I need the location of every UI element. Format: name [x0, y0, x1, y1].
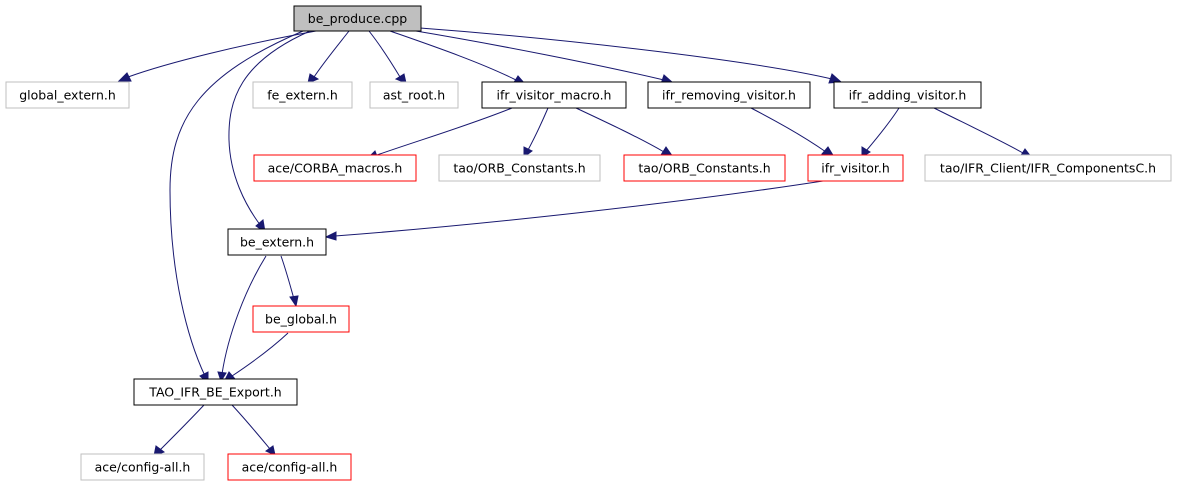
node-ast-root-h[interactable]: ast_root.h: [369, 81, 459, 109]
edge-be-produce-to-fe-extern: [313, 30, 350, 78]
node-tao-orb-constants-h-incomplete[interactable]: tao/ORB_Constants.h: [623, 154, 786, 182]
svg-text:ast_root.h: ast_root.h: [383, 88, 445, 103]
edge-be-produce-to-ifr-adding-visitor: [419, 27, 833, 80]
edge-be-extern-to-tao-ifr-be-export: [221, 255, 267, 375]
node-tao-ifr-be-export-h[interactable]: TAO_IFR_BE_Export.h: [133, 378, 298, 406]
arrowhead-ast-root: [394, 73, 407, 84]
arrowhead-global-extern: [116, 72, 132, 83]
edge-be-produce-to-be-extern: [228, 30, 311, 227]
svg-text:ifr_visitor.h: ifr_visitor.h: [821, 161, 890, 176]
svg-text:ifr_removing_visitor.h: ifr_removing_visitor.h: [662, 88, 796, 103]
arrowhead-be-global: [289, 295, 299, 308]
edge-ifr-adding-visitor-to-tao-ifr-client-components: [933, 107, 1024, 154]
node-be-global-h[interactable]: be_global.h: [252, 305, 350, 333]
arrowhead-ace-config-all-inc: [264, 445, 276, 456]
svg-text:ifr_adding_visitor.h: ifr_adding_visitor.h: [849, 88, 967, 103]
node-fe-extern-h[interactable]: fe_extern.h: [252, 81, 353, 109]
svg-text:tao/ORB_Constants.h: tao/ORB_Constants.h: [638, 161, 770, 176]
edge-ifr-visitor-to-be-extern: [334, 180, 824, 237]
edge-be-extern-to-be-global: [280, 255, 295, 300]
svg-text:ace/config-all.h: ace/config-all.h: [95, 460, 191, 475]
arrowhead-tao-ifr-be-export-from-be-extern: [217, 371, 227, 383]
edge-be-produce-to-ast-root: [368, 30, 401, 78]
nodes-layer: be_produce.cpp global_extern.h fe_extern…: [5, 5, 1172, 481]
node-be-produce-cpp[interactable]: be_produce.cpp: [293, 5, 422, 32]
arrowhead-be-extern-from-ifr-visitor: [324, 231, 337, 241]
svg-text:be_produce.cpp: be_produce.cpp: [308, 11, 408, 26]
edge-ifr-adding-visitor-to-ifr-visitor: [865, 107, 900, 152]
svg-text:tao/ORB_Constants.h: tao/ORB_Constants.h: [453, 161, 585, 176]
edge-be-produce-to-tao-ifr-be-export: [169, 30, 304, 377]
edge-be-produce-to-ifr-removing-visitor: [409, 29, 665, 81]
node-ifr-visitor-h[interactable]: ifr_visitor.h: [807, 154, 904, 182]
node-ifr-visitor-macro-h[interactable]: ifr_visitor_macro.h: [481, 81, 627, 109]
svg-text:be_extern.h: be_extern.h: [240, 235, 314, 250]
node-tao-orb-constants-h-external[interactable]: tao/ORB_Constants.h: [438, 154, 601, 182]
edge-ifr-visitor-macro-to-ace-corba-macros: [376, 107, 513, 156]
edge-be-produce-to-ifr-visitor-macro: [389, 30, 517, 81]
node-ifr-removing-visitor-h[interactable]: ifr_removing_visitor.h: [647, 81, 811, 109]
arrowhead-fe-extern: [307, 73, 320, 84]
svg-text:ace/CORBA_macros.h: ace/CORBA_macros.h: [268, 161, 403, 176]
node-ifr-adding-visitor-h[interactable]: ifr_adding_visitor.h: [833, 81, 982, 109]
svg-text:be_global.h: be_global.h: [265, 312, 337, 327]
edge-tao-ifr-be-export-to-ace-config-all-inc: [231, 404, 271, 450]
svg-text:ace/config-all.h: ace/config-all.h: [242, 460, 338, 475]
node-tao-ifr-client-ifr-componentsc-h[interactable]: tao/IFR_Client/IFR_ComponentsC.h: [924, 154, 1172, 182]
edge-tao-ifr-be-export-to-ace-config-all-ext: [159, 404, 205, 451]
svg-text:tao/IFR_Client/IFR_ComponentsC: tao/IFR_Client/IFR_ComponentsC.h: [940, 161, 1156, 176]
node-be-extern-h[interactable]: be_extern.h: [227, 228, 327, 256]
svg-text:ifr_visitor_macro.h: ifr_visitor_macro.h: [497, 88, 612, 103]
node-ace-corba-macros-h[interactable]: ace/CORBA_macros.h: [253, 154, 417, 182]
edge-be-produce-to-global-extern: [127, 30, 317, 78]
svg-text:TAO_IFR_BE_Export.h: TAO_IFR_BE_Export.h: [148, 385, 281, 400]
node-ace-config-all-h-incomplete[interactable]: ace/config-all.h: [227, 453, 352, 481]
svg-text:global_extern.h: global_extern.h: [19, 88, 116, 103]
edges-layer: [127, 27, 1024, 451]
edge-ifr-visitor-macro-to-tao-orb-constants-ext: [527, 107, 549, 151]
node-ace-config-all-h-external[interactable]: ace/config-all.h: [80, 453, 205, 481]
node-global-extern-h[interactable]: global_extern.h: [5, 81, 130, 109]
edge-be-global-to-tao-ifr-be-export: [231, 332, 289, 377]
edge-ifr-removing-visitor-to-ifr-visitor: [750, 107, 827, 153]
svg-text:fe_extern.h: fe_extern.h: [267, 88, 338, 103]
edge-ifr-visitor-macro-to-tao-orb-constants-inc: [575, 107, 665, 153]
